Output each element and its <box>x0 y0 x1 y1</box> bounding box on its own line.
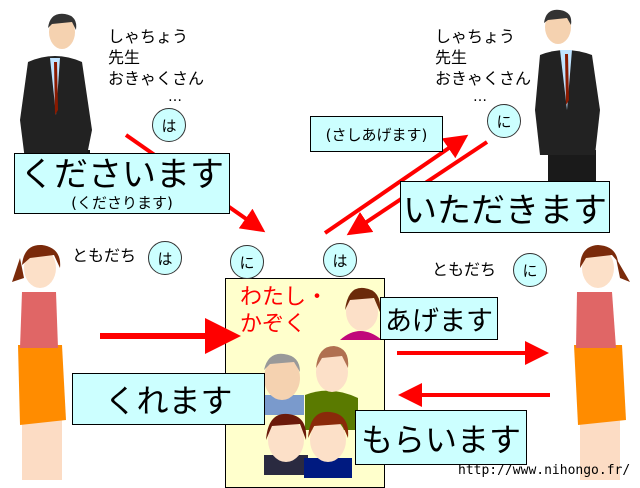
role: 先生 <box>108 48 141 67</box>
particle-wa-top: は <box>152 108 186 142</box>
itadakimasu-box: いただきます <box>400 181 610 233</box>
friend-label-right: ともだち <box>432 260 497 279</box>
moraimasu-box: もらいます <box>355 410 527 465</box>
family-faces <box>260 287 382 478</box>
particle-ni-friend: に <box>513 253 547 287</box>
verb-itadakimasu: いただきます <box>403 190 607 231</box>
verb-kudasaimasu: くださいます <box>20 154 224 195</box>
role: おきゃくさん <box>108 69 205 88</box>
verb-moraimasu: もらいます <box>360 420 521 459</box>
family-label: わたし・ かぞく <box>240 284 328 338</box>
kuremasu-box: くれます <box>72 373 265 425</box>
particle-wa-friend: は <box>148 241 182 275</box>
friend-label-left: ともだち <box>72 246 137 265</box>
role: しゃちょう <box>435 27 516 46</box>
particle-wa-center: は <box>323 243 357 277</box>
agemasu-box: あげます <box>380 297 498 340</box>
verb-agemasu: あげます <box>385 306 493 337</box>
kudasaimasu-box: くださいます (くださります) <box>14 153 230 214</box>
family-label-line1: わたし・ <box>240 285 329 310</box>
verb-sashiagemasu: (さしあげます) <box>325 125 428 144</box>
verb-kuremasu: くれます <box>104 382 233 420</box>
particle-ni-center: に <box>230 245 264 279</box>
friend-left-figure <box>12 244 66 480</box>
sashiagemasu-box: (さしあげます) <box>310 116 443 152</box>
verb-kudasarimasu: (くださります) <box>71 193 173 212</box>
ellipsis-right: … <box>473 89 487 105</box>
source-url: http://www.nihongo.fr/ <box>458 463 631 478</box>
ellipsis-left: … <box>168 89 182 105</box>
role: おきゃくさん <box>435 69 532 88</box>
particle-ni-top: に <box>487 104 521 138</box>
family-label-line2: かぞく <box>240 312 307 337</box>
role: しゃちょう <box>108 27 189 46</box>
friend-right-figure <box>574 245 630 480</box>
role: 先生 <box>435 48 468 67</box>
